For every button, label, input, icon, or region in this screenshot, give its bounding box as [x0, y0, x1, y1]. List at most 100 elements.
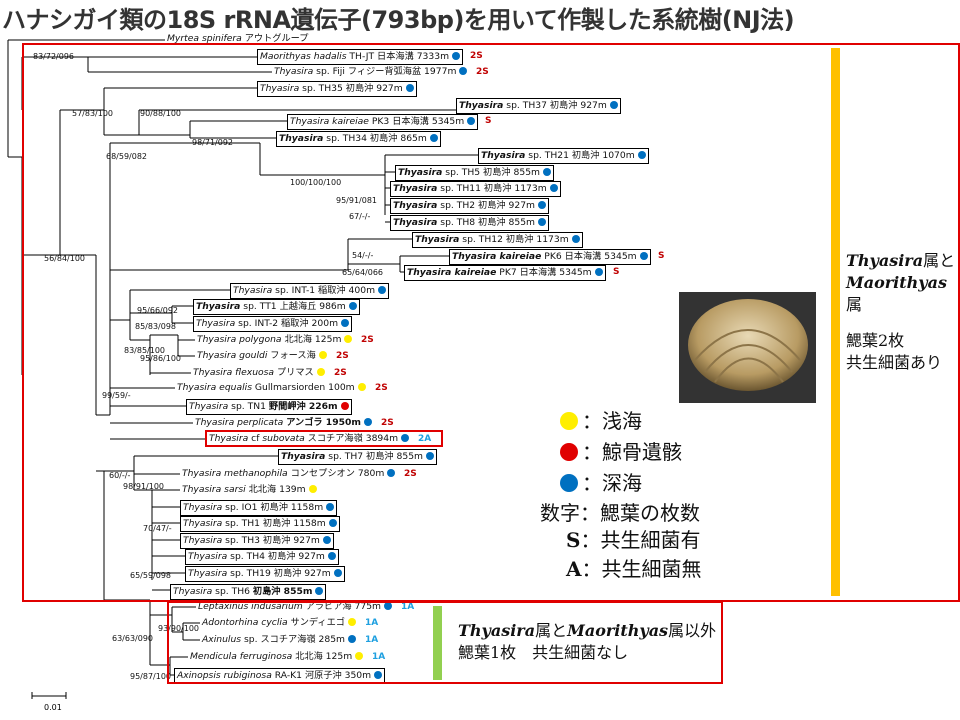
taxon-sarsi: Thyasira sarsi 北北海 139m	[180, 483, 319, 497]
taxon-subovata: Thyasira cf subovata スコチア海嶺 3894m	[207, 432, 412, 446]
shallow-dot-icon	[355, 652, 364, 660]
whalebone-dot-icon	[560, 443, 578, 461]
bootstrap-value: 98/91/100	[123, 482, 165, 491]
legend-item: S：共生細菌有	[566, 528, 701, 552]
group1-label: Thyasira属と Maorithyas属 鰓葉2枚 共生細菌あり	[846, 251, 956, 372]
legend-item: ：鯨骨遺骸	[560, 436, 682, 465]
deep-dot-icon	[467, 117, 476, 125]
taxon-th7: Thyasira sp. TH7 初島沖 855m	[278, 449, 437, 465]
bootstrap-value: 63/63/090	[112, 634, 154, 643]
scale-bar	[31, 692, 67, 699]
deep-dot-icon	[637, 151, 646, 159]
deep-dot-icon	[384, 602, 392, 610]
deep-dot-icon	[549, 184, 558, 192]
bootstrap-value: 95/87/100	[130, 672, 172, 681]
deep-dot-icon	[426, 452, 434, 460]
gill-code: 2S	[404, 469, 417, 479]
bootstrap-value: 60/-/-	[109, 471, 131, 480]
deep-dot-icon	[429, 134, 438, 142]
deep-dot-icon	[459, 67, 468, 75]
taxon-equalis: Thyasira equalis Gullmarsiorden 100m	[175, 381, 368, 395]
gill-code: S	[485, 116, 492, 126]
subovata-highlight	[205, 430, 443, 447]
page-title: ハナシガイ類の18S rRNA遺伝子(793bp)を用いて作製した系統樹(NJ法…	[2, 6, 795, 34]
taxon-th4: Thyasira sp. TH4 初島沖 927m	[185, 549, 339, 565]
taxon-th21: Thyasira sp. TH21 初島沖 1070m	[478, 148, 649, 164]
deep-dot-icon	[322, 536, 331, 544]
taxon-tn1: Thyasira sp. TN1 野間岬沖 226m	[186, 399, 352, 415]
bootstrap-value: 98/71/092	[192, 138, 234, 147]
group2-frame	[167, 601, 723, 684]
taxon-perplicata: Thyasira perplicata アンゴラ 1950m	[193, 416, 374, 430]
taxon-methanophila: Thyasira methanophila コンセプシオン 780m	[180, 467, 398, 481]
bootstrap-value: 99/59/-	[102, 391, 131, 400]
deep-dot-icon	[609, 101, 618, 109]
bootstrap-value: 90/88/100	[140, 109, 182, 118]
shallow-dot-icon	[357, 383, 366, 391]
taxon-kpk3: Thyasira kaireiae PK3 日本海溝 5345m	[287, 114, 479, 130]
gill-code: 2S	[476, 67, 489, 77]
taxon-fiji: Thyasira sp. Fiji フィジー背弧海盆 1977m	[272, 65, 470, 79]
bootstrap-value: 95/66/092	[137, 306, 179, 315]
clam-shell-photo	[679, 292, 816, 403]
shallow-dot-icon	[560, 412, 578, 430]
taxon-flexuosa: Thyasira flexuosa プリマス	[191, 366, 327, 380]
shallow-dot-icon	[316, 368, 325, 376]
deep-dot-icon	[363, 418, 372, 426]
deep-dot-icon	[543, 168, 551, 176]
taxon-th11: Thyasira sp. TH11 初島沖 1173m	[390, 181, 561, 197]
bootstrap-value: 85/83/098	[135, 322, 177, 331]
taxon-th5: Thyasira sp. TH5 初島沖 855m	[395, 165, 554, 181]
gill-code: 2S	[334, 368, 347, 378]
taxon-th1: Thyasira sp. TH1 初島沖 1158m	[180, 516, 340, 532]
legend-item: 数字：鰓葉の枚数	[540, 501, 700, 525]
deep-dot-icon	[341, 319, 350, 327]
deep-dot-icon	[560, 474, 578, 492]
deep-dot-icon	[348, 302, 357, 310]
taxon-adontorhina: Adontorhina cyclia サンディエゴ	[200, 616, 358, 630]
gill-code: 2S	[375, 383, 388, 393]
deep-dot-icon	[571, 235, 580, 243]
deep-dot-icon	[538, 201, 546, 209]
group1-bar	[831, 48, 840, 596]
deep-dot-icon	[594, 268, 603, 276]
gill-code: 1A	[365, 618, 379, 628]
shallow-dot-icon	[348, 618, 356, 626]
group2-label: Thyasira属とMaorithyas属以外 鰓葉1枚 共生細菌なし	[458, 621, 717, 662]
deep-dot-icon	[327, 552, 336, 560]
legend-item: ：深海	[560, 467, 642, 496]
gill-code: S	[658, 251, 665, 261]
gill-code: S	[613, 267, 620, 277]
taxon-th2: Thyasira sp. TH2 初島沖 927m	[390, 198, 549, 214]
legend-item: A：共生細菌無	[566, 557, 702, 581]
taxon-th6: Thyasira sp. TH6 初島沖 855m	[170, 584, 327, 600]
deep-dot-icon	[348, 635, 357, 643]
shallow-dot-icon	[318, 351, 327, 359]
gill-code: 2S	[381, 418, 394, 428]
taxon-kpk7: Thyasira kaireiae PK7 日本海溝 5345m	[404, 265, 606, 281]
bootstrap-value: 100/100/100	[290, 178, 342, 187]
bootstrap-value: 95/86/100	[140, 354, 182, 363]
bootstrap-value: 65/64/066	[342, 268, 384, 277]
deep-dot-icon	[328, 519, 337, 527]
taxon-polygona: Thyasira polygona 北北海 125m	[195, 333, 355, 347]
bootstrap-value: 56/84/100	[44, 254, 86, 263]
gill-code: 1A	[365, 635, 379, 645]
bootstrap-value: 65/59/098	[130, 571, 172, 580]
taxon-th34: Thyasira sp. TH34 初島沖 865m	[276, 131, 441, 147]
shallow-dot-icon	[344, 335, 353, 343]
shallow-dot-icon	[308, 485, 317, 493]
gill-code: 1A	[372, 652, 386, 662]
bootstrap-value: 70/47/-	[143, 524, 172, 533]
taxon-mendicula: Mendicula ferruginosa 北北海 125m	[188, 650, 366, 664]
bootstrap-value: 93/90/100	[158, 624, 200, 633]
deep-dot-icon	[639, 252, 648, 260]
bootstrap-value: 54/-/-	[352, 251, 374, 260]
deep-dot-icon	[333, 569, 342, 577]
bootstrap-value: 83/85/100	[124, 346, 166, 355]
taxon-th3: Thyasira sp. TH3 初島沖 927m	[180, 533, 334, 549]
deep-dot-icon	[538, 218, 546, 226]
taxon-th19: Thyasira sp. TH19 初島沖 927m	[185, 566, 345, 582]
taxon-leptaxinus: Leptaxinus indusarium アラビア海 775m	[196, 600, 394, 614]
